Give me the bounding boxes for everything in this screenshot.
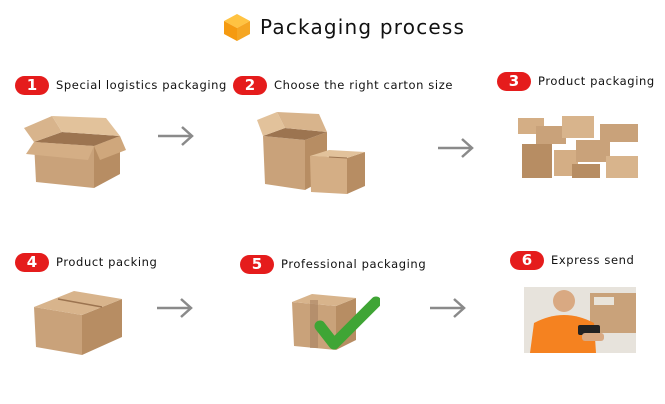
arrow-right-icon (158, 126, 194, 146)
step-3-label: Product packaging (538, 74, 655, 88)
step-5-header: 5 Professional packaging (240, 253, 426, 275)
step-4-badge: 4 (15, 252, 49, 272)
box-with-green-check-image (292, 294, 380, 350)
step-5-badge: 5 (240, 254, 274, 274)
step-6-header: 6 Express send (510, 249, 634, 271)
title-text: Packaging process (260, 15, 466, 39)
cube-icon (224, 14, 250, 41)
step-5-label: Professional packaging (281, 257, 427, 271)
step-4-header: 4 Product packing (15, 251, 157, 273)
step-1-header: 1 Special logistics packaging (15, 74, 227, 96)
step-3-header: 3 Product packaging (497, 70, 655, 92)
step-3-badge: 3 (497, 71, 531, 91)
step-4-label: Product packing (56, 255, 158, 269)
stacked-carton-boxes-image (518, 116, 638, 178)
courier-with-scanner-image (524, 287, 636, 353)
step-1-badge: 1 (15, 75, 49, 95)
two-carton-boxes-image (257, 112, 365, 194)
step-6-badge: 6 (510, 250, 544, 270)
step-1-label: Special logistics packaging (56, 78, 227, 92)
step-2-header: 2 Choose the right carton size (233, 74, 453, 96)
arrow-right-icon (157, 298, 193, 318)
arrow-right-icon (430, 298, 466, 318)
step-6-label: Express send (551, 253, 635, 267)
step-2-label: Choose the right carton size (274, 78, 454, 92)
closed-carton-box-image (34, 291, 122, 355)
page-title: Packaging process (222, 11, 465, 43)
arrow-right-icon (438, 138, 474, 158)
open-carton-box-image (24, 116, 126, 188)
step-2-badge: 2 (233, 75, 267, 95)
